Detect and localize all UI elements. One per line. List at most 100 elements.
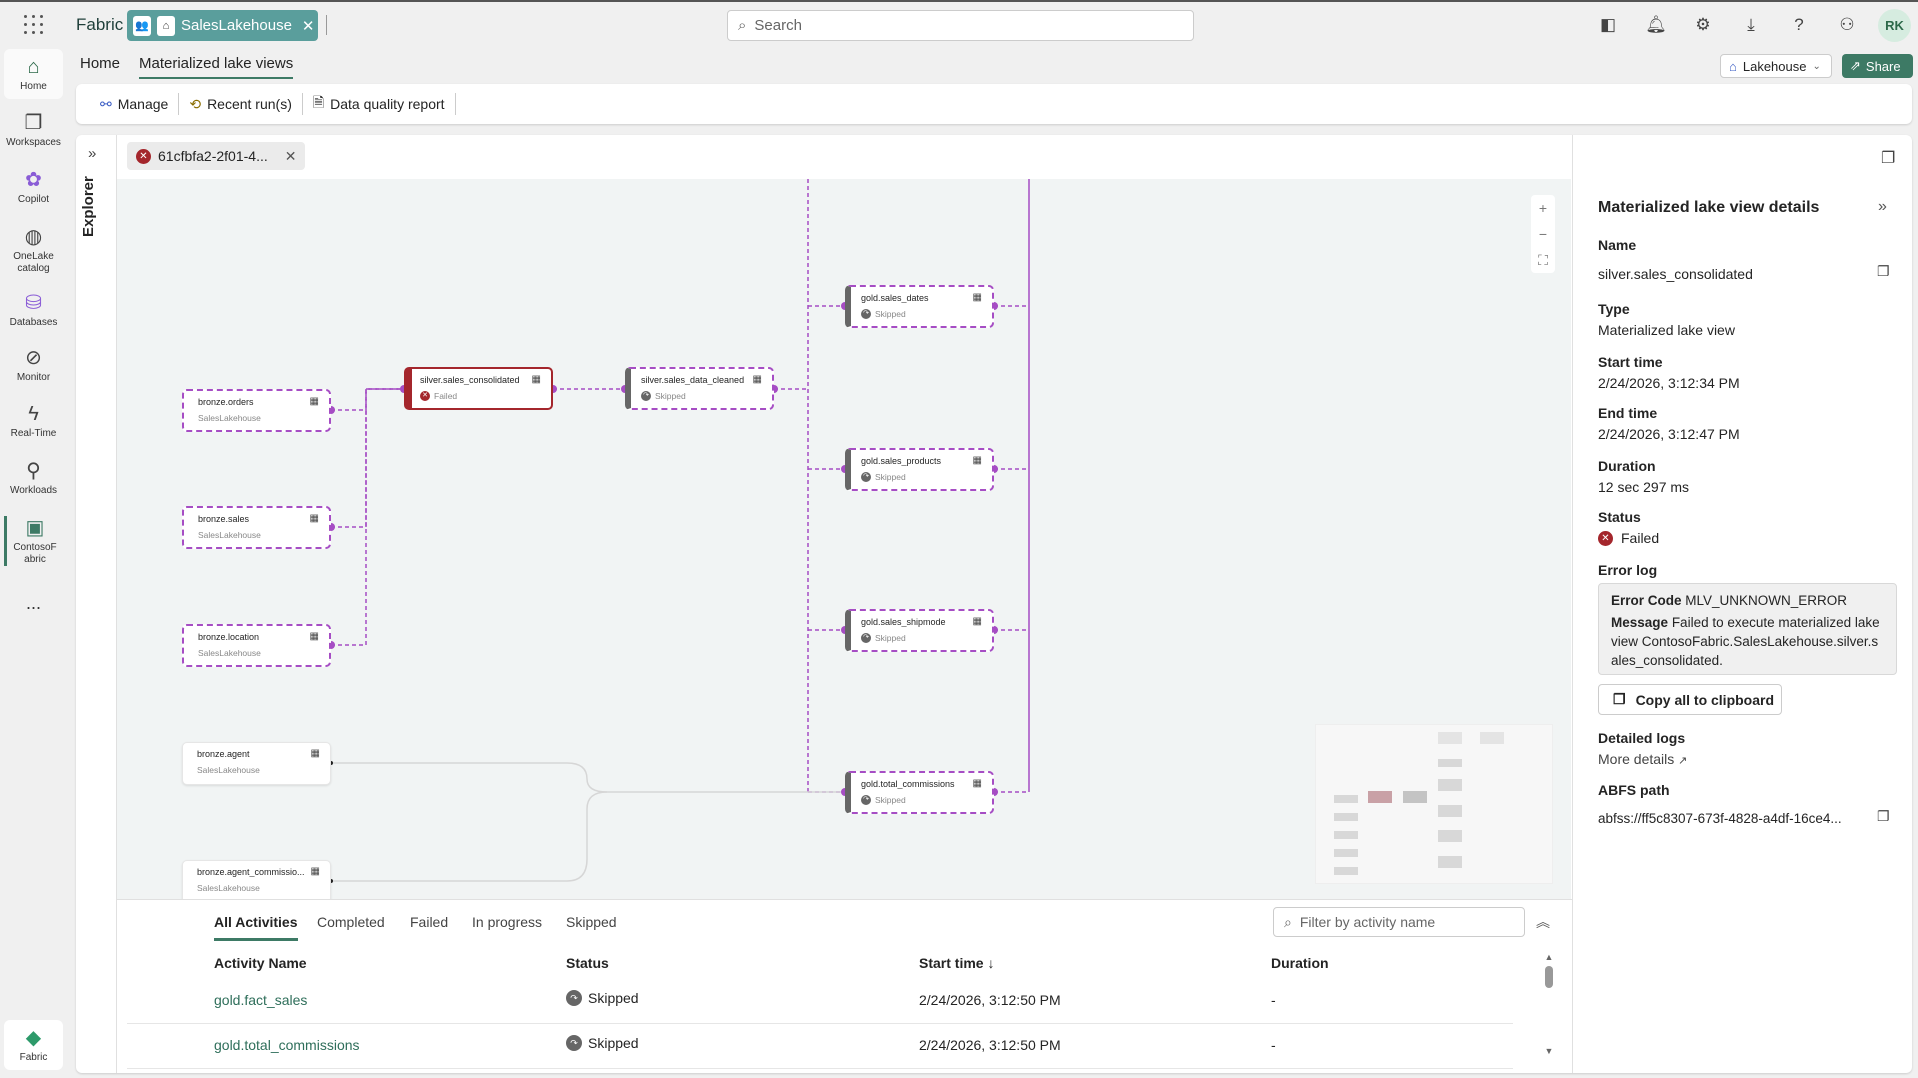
lineage-canvas[interactable]: bronze.orders▦SalesLakehouse bronze.sales… [117,179,1571,899]
tab-in-progress[interactable]: In progress [472,914,543,930]
lineage-node[interactable]: silver.sales_data_cleaned▦↷Skipped [625,367,774,410]
download-icon[interactable]: ⤓ [1747,15,1755,34]
activity-name-link[interactable]: gold.total_commissions [214,1037,360,1053]
collapse-panel-icon[interactable]: » [1878,198,1887,215]
tab-completed[interactable]: Completed [317,914,385,930]
recent-runs-button[interactable]: ⟲Recent run(s) [179,93,303,115]
activity-name-link[interactable]: gold.fact_sales [214,992,308,1008]
minimap[interactable] [1315,724,1553,884]
copy-view-icon[interactable]: ❐ [1881,150,1896,167]
lineage-node[interactable]: bronze.sales▦SalesLakehouse [182,506,331,549]
brand-label[interactable]: Fabric [76,15,124,34]
rail-item-contosofabric[interactable]: ▣ContosoFabric [4,516,63,566]
workspace-tab[interactable]: 👥 ⌂ SalesLakehouse ✕ [127,10,318,41]
filter-input[interactable]: ⌕Filter by activity name [1273,907,1525,937]
copy-icon: ❐ [1613,691,1626,707]
close-icon[interactable]: ✕ [301,17,315,35]
end-time-value: 2/24/2026, 3:12:47 PM [1598,426,1740,442]
rail-label: Home [20,81,47,92]
col-start-time[interactable]: Start time ↓ [919,955,995,971]
explorer-pane: » Explorer [76,135,117,1073]
table-icon: ▦ [972,778,982,789]
skipped-icon: ↷ [641,391,651,401]
lineage-node[interactable]: bronze.orders▦SalesLakehouse [182,389,331,432]
fit-view-icon[interactable]: ⛶ [1538,252,1548,268]
tab-skipped[interactable]: Skipped [566,914,617,930]
failed-icon: ✕ [136,148,151,164]
more-icon[interactable]: ... [25,593,41,613]
copy-icon[interactable]: ❐ [1877,808,1890,824]
explorer-label[interactable]: Explorer [80,176,97,237]
panel-toggle-icon[interactable]: ◧ [1599,15,1617,34]
rail-label: Monitor [16,372,51,383]
collapse-icon[interactable]: ︽ [1536,914,1550,930]
col-status[interactable]: Status [566,955,609,971]
manage-button[interactable]: ⚯Manage [90,93,180,115]
table-icon: ▦ [972,292,982,303]
lineage-node[interactable]: gold.sales_dates▦↷Skipped [845,285,994,328]
rail-item-home[interactable]: ⌂Home [4,49,63,99]
type-label: Type [1598,301,1630,317]
details-title: Materialized lake view details [1598,199,1820,216]
rail-item-workloads[interactable]: ⚲Workloads [4,459,63,497]
rail-item-workspaces[interactable]: ❐Workspaces [4,111,63,149]
table-row[interactable]: gold.fact_sales ↷Skipped 2/24/2026, 3:12… [127,979,1513,1024]
tab-all-activities[interactable]: All Activities [214,914,298,941]
rail-item-monitor[interactable]: ⊘Monitor [4,346,63,384]
start-time-value: 2/24/2026, 3:12:34 PM [1598,375,1740,391]
avatar[interactable]: RK [1878,9,1911,42]
node-name: gold.sales_shipmode [861,617,946,627]
copy-all-label: Copy all to clipboard [1635,691,1775,708]
help-icon[interactable]: ? [1794,15,1804,34]
feedback-icon[interactable]: ⚇ [1839,15,1855,34]
share-button[interactable]: ⇗Share [1842,54,1913,78]
activities-panel: All Activities Completed Failed In progr… [117,899,1572,1073]
start-time-cell: 2/24/2026, 3:12:50 PM [919,992,1061,1008]
data-quality-report-button[interactable]: 🗎︎Data quality report [303,93,456,115]
table-icon: ▦ [972,455,982,466]
status-text: Skipped [588,1035,639,1051]
col-duration[interactable]: Duration [1271,955,1329,971]
lineage-node[interactable]: bronze.agent▦SalesLakehouse [182,742,331,785]
col-activity-name[interactable]: Activity Name [214,955,307,971]
node-subtitle: ↷Skipped [861,795,992,805]
node-subtitle: ↷Skipped [861,472,992,482]
lineage-node[interactable]: gold.sales_products▦↷Skipped [845,448,994,491]
tab-materialized-lake-views[interactable]: Materialized lake views [139,55,294,79]
rail-item-fabric[interactable]: ◆Fabric [4,1020,63,1070]
close-icon[interactable]: ✕ [284,147,297,164]
tab-home[interactable]: Home [80,55,121,72]
search-input[interactable]: ⌕ Search [727,10,1194,41]
lineage-node[interactable]: gold.total_commissions▦↷Skipped [845,771,994,814]
app-launcher-icon[interactable] [24,15,44,35]
lineage-node[interactable]: gold.sales_shipmode▦↷Skipped [845,609,994,652]
expand-icon[interactable]: » [88,145,97,162]
external-link-icon: ↗ [1678,755,1688,767]
scrollbar[interactable]: ▲ ▼ [1544,952,1554,1056]
table-icon: ▦ [309,513,319,524]
zoom-out-icon[interactable]: − [1538,226,1548,242]
bell-icon[interactable]: 🔔︎ [1645,15,1667,34]
rail-item-copilot[interactable]: ✿Copilot [4,168,63,206]
status-cell: ↷Skipped [566,1035,639,1051]
rail-item-onelake[interactable]: ◍OneLake catalog [4,225,63,275]
lineage-node[interactable]: bronze.agent_commissio...▦SalesLakehouse [182,860,331,899]
duration-cell: - [1271,1037,1276,1053]
start-time-label: Start time [1598,354,1663,370]
message-value: Failed to execute materialized lake view… [1611,615,1880,668]
gear-icon[interactable]: ⚙ [1695,15,1711,34]
tab-failed[interactable]: Failed [410,914,449,930]
workspace-icon: ▣ [25,517,45,539]
more-details-text: More details [1598,751,1675,767]
copy-icon[interactable]: ❐ [1877,263,1890,279]
table-row[interactable]: gold.total_commissions ↷Skipped 2/24/202… [127,1024,1513,1069]
lakehouse-dropdown[interactable]: ⌂Lakehouse⌄ [1720,54,1832,78]
lineage-node[interactable]: bronze.location▦SalesLakehouse [182,624,331,667]
run-tab[interactable]: ✕ 61cfbfa2-2f01-4... ✕ [127,142,305,170]
copy-all-button[interactable]: ❐ Copy all to clipboard [1598,684,1782,715]
more-details-link[interactable]: More details ↗ [1598,751,1687,767]
zoom-in-icon[interactable]: + [1538,200,1548,216]
lineage-node[interactable]: silver.sales_consolidated▦✕Failed [404,367,553,410]
rail-item-databases[interactable]: ⛁Databases [4,291,63,329]
